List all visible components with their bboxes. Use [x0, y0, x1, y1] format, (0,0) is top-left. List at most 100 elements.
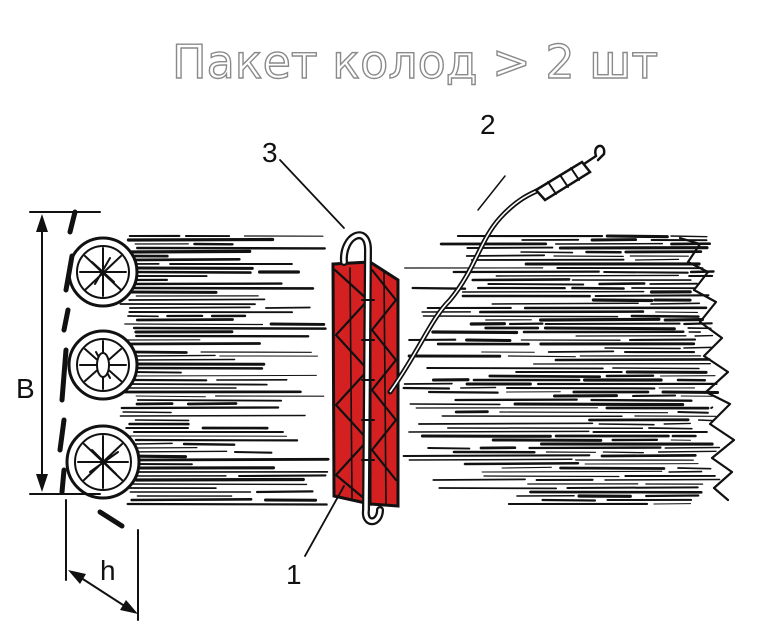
grain-line — [590, 398, 693, 402]
grain-line — [591, 298, 654, 303]
grain-line — [689, 270, 715, 274]
grain-line — [710, 406, 714, 409]
grain-line — [136, 399, 283, 402]
grain-line — [134, 477, 305, 482]
grain-line — [499, 411, 669, 414]
grain-line — [126, 257, 241, 262]
grain-line — [459, 386, 497, 389]
grain-line — [598, 423, 655, 426]
grain-line — [507, 355, 576, 358]
grain-line — [488, 374, 602, 379]
label-width-b: B — [16, 373, 35, 404]
grain-line — [408, 458, 573, 461]
grain-line — [645, 494, 700, 498]
diagram-title: Пакет колод > 2 шт — [172, 35, 658, 89]
grain-line — [471, 278, 571, 282]
grain-line — [605, 234, 669, 239]
grain-line — [594, 294, 710, 298]
grain-line — [182, 442, 236, 446]
label-height-h: h — [100, 555, 116, 586]
leader-pad — [304, 485, 345, 557]
lifting-chain — [387, 144, 606, 395]
grain-line — [431, 330, 519, 335]
grain-line — [120, 383, 268, 386]
grain-line — [120, 374, 317, 377]
grain-line — [664, 446, 721, 449]
grain-line — [130, 358, 236, 361]
grain-line — [135, 442, 173, 445]
grain-line — [657, 450, 717, 453]
grain-line — [120, 406, 280, 410]
grain-line — [238, 474, 327, 478]
strap-loop — [339, 231, 384, 526]
label-chain-2: 2 — [480, 109, 496, 140]
grain-line — [661, 390, 720, 394]
grain-line — [648, 427, 693, 430]
grain-line — [126, 237, 275, 242]
grain-line — [133, 371, 182, 374]
grain-line — [541, 498, 597, 502]
grain-line — [559, 466, 666, 470]
grain-line — [418, 422, 594, 425]
grain-line — [603, 270, 689, 274]
grain-line — [481, 470, 663, 473]
grain-line — [402, 386, 451, 390]
log-end-bottom — [65, 424, 141, 500]
grain-line — [126, 502, 328, 506]
grain-line — [135, 395, 206, 398]
grain-line — [650, 302, 701, 305]
grain-line — [118, 249, 252, 254]
grain-line — [571, 286, 625, 290]
grain-line — [432, 478, 526, 481]
grain-line — [670, 235, 708, 238]
grain-line — [543, 326, 676, 331]
dimension-b — [29, 209, 101, 495]
grain-line — [233, 450, 273, 454]
grain-line — [124, 323, 264, 326]
log-end-top — [67, 236, 139, 308]
grain-line — [402, 454, 591, 458]
grain-line — [122, 450, 228, 453]
grain-line — [487, 283, 585, 286]
grain-line — [538, 317, 661, 322]
grain-line — [697, 419, 715, 422]
grain-line — [128, 306, 251, 309]
grain-line — [554, 358, 711, 362]
grain-line — [604, 478, 721, 481]
grain-line — [631, 394, 677, 398]
grain-line — [119, 342, 261, 346]
grain-line — [491, 302, 639, 305]
grain-line — [600, 454, 697, 458]
grain-line — [134, 354, 216, 357]
dimension-h — [65, 499, 139, 621]
grain-line — [408, 430, 590, 433]
label-loop-3: 3 — [262, 137, 278, 168]
grain-line — [119, 414, 306, 417]
grain-line — [634, 258, 680, 261]
grain-line — [463, 462, 580, 466]
grain-line — [265, 306, 311, 309]
grain-line — [186, 402, 238, 406]
grain-line — [483, 475, 620, 478]
grain-line — [520, 251, 574, 254]
grain-line — [465, 338, 512, 343]
grain-line — [566, 486, 699, 489]
grain-line — [122, 411, 172, 414]
grain-line — [663, 422, 691, 425]
grain-line — [501, 466, 552, 469]
grain-line — [135, 318, 234, 322]
grain-line — [132, 326, 327, 330]
grain-line — [427, 390, 499, 394]
grain-line — [683, 322, 713, 326]
log-end-middle — [67, 329, 139, 401]
grain-line — [128, 298, 266, 301]
grain-line — [134, 350, 188, 354]
grain-line — [677, 467, 712, 470]
grain-line — [602, 451, 644, 454]
log-broken-end — [678, 236, 736, 502]
grain-line — [495, 274, 679, 277]
grain-line — [130, 497, 253, 502]
grain-line — [677, 411, 709, 414]
log-grain-lines — [118, 234, 721, 506]
